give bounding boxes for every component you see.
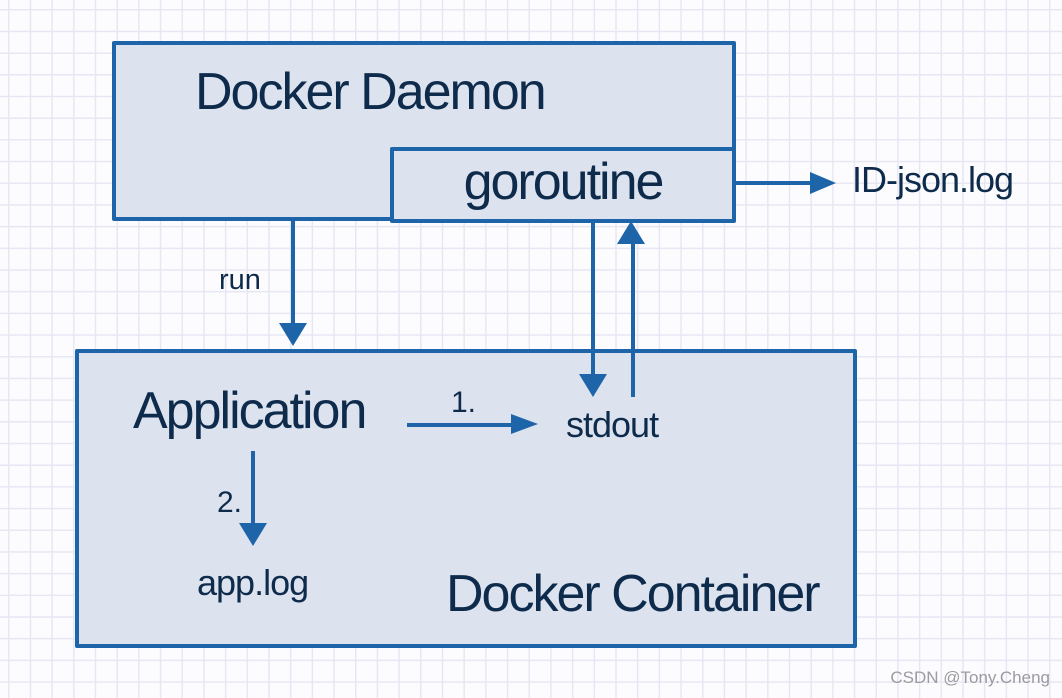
docker-container-box [75, 349, 857, 648]
step2-arrow-label: 2. [217, 486, 243, 519]
goroutine-label: goroutine [463, 153, 665, 211]
goroutine-to-stdout-arrowhead-icon [579, 374, 607, 397]
stdout-to-goroutine-arrowhead-icon [617, 221, 645, 244]
stdout-to-goroutine-arrow-line [631, 244, 635, 397]
goroutine-box: goroutine [390, 147, 736, 223]
run-arrow-arrowhead-icon [279, 323, 307, 346]
docker-daemon-label: Docker Daemon [195, 63, 547, 121]
goroutine-to-idjson-arrowhead-icon [810, 172, 836, 194]
id-json-log-label: ID-json.log [852, 159, 1014, 200]
run-arrow-line [291, 221, 295, 323]
goroutine-to-idjson-arrow-line [736, 181, 812, 185]
run-arrow-label: run [219, 264, 261, 296]
application-to-stdout-arrow-line [407, 423, 512, 427]
docker-container-label: Docker Container [446, 565, 821, 623]
goroutine-to-stdout-arrow-line [591, 222, 595, 374]
app-log-label: app.log [197, 562, 309, 603]
application-label: Application [133, 382, 367, 440]
watermark: CSDN @Tony.Cheng [890, 668, 1050, 687]
application-to-stdout-arrowhead-icon [511, 414, 538, 434]
application-to-applog-arrowhead-icon [239, 523, 267, 546]
step1-arrow-label: 1. [451, 386, 477, 419]
application-to-applog-arrow-line [251, 451, 255, 524]
stdout-label: stdout [566, 404, 659, 445]
